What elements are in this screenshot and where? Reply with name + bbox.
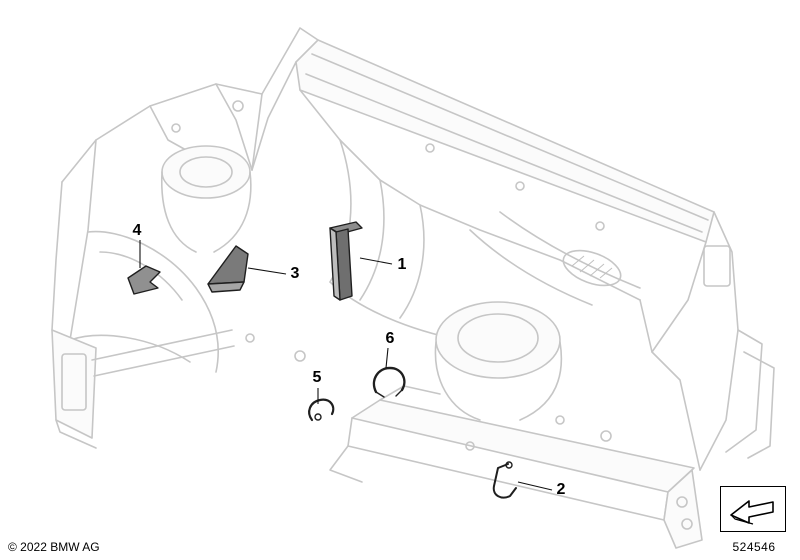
part-1-bracket xyxy=(329,221,363,301)
callout-4[interactable]: 4 xyxy=(130,221,145,241)
direction-arrow-icon xyxy=(730,500,774,525)
part-2-bracket xyxy=(492,461,517,499)
callout-1-label: 1 xyxy=(397,256,407,273)
callout-2-label: 2 xyxy=(556,481,566,498)
hatch-pattern xyxy=(571,255,613,279)
callout-4-label: 4 xyxy=(132,222,142,239)
callout-2[interactable]: 2 xyxy=(554,480,569,500)
callout-5-label: 5 xyxy=(312,369,322,386)
part-number: 524546 xyxy=(732,540,776,554)
part-4-bracket xyxy=(127,265,161,295)
part-5-clamp xyxy=(308,398,335,422)
part-6-clamp xyxy=(372,366,406,398)
direction-legend xyxy=(720,486,786,532)
callout-1[interactable]: 1 xyxy=(395,255,410,275)
callout-3-label: 3 xyxy=(290,265,300,282)
part-3-gusset xyxy=(207,245,249,293)
callout-5[interactable]: 5 xyxy=(310,368,325,388)
copyright: © 2022 BMW AG xyxy=(8,540,100,554)
leader-lines xyxy=(139,240,553,491)
callout-3[interactable]: 3 xyxy=(288,264,303,284)
callout-6-label: 6 xyxy=(385,330,395,347)
callout-6[interactable]: 6 xyxy=(383,329,398,349)
